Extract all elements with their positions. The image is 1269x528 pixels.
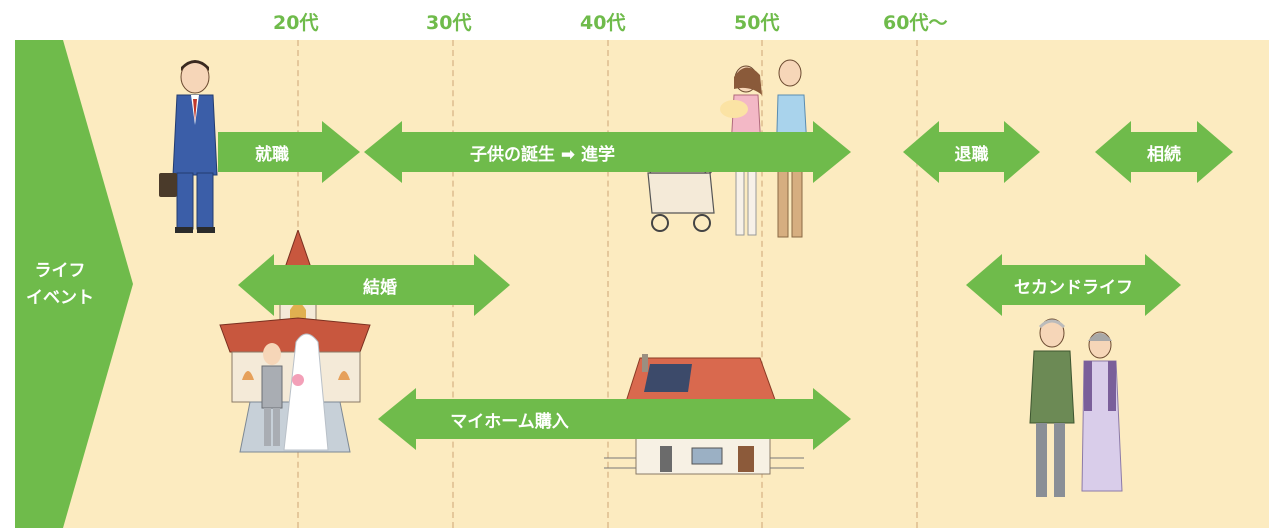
arrow-home-purchase-shape [378, 388, 851, 450]
arrow-marriage: 結婚 [238, 254, 510, 316]
row-header-chevron [15, 40, 133, 528]
elderly-couple-illustration [1029, 318, 1123, 497]
arrow-child-birth: 子供の誕生 ➡ 進学 [364, 121, 851, 183]
arrow-home-purchase-label: マイホーム購入 [450, 411, 569, 432]
businessman-illustration [159, 60, 218, 233]
arrow-child-birth-shape [364, 121, 851, 183]
row-header-line1: ライフ [34, 261, 86, 281]
gridline-50s [761, 40, 763, 528]
age-label-20s: 20代 [273, 12, 319, 34]
arrow-employment: 就職 [218, 121, 360, 183]
arrow-inheritance: 相続 [1095, 121, 1233, 183]
arrow-second-life-label: セカンドライフ [1014, 277, 1133, 298]
arrow-marriage-label: 結婚 [363, 277, 397, 298]
arrow-second-life-shape [966, 254, 1181, 316]
age-label-50s: 50代 [734, 12, 780, 34]
arrow-inheritance-label: 相続 [1147, 144, 1181, 165]
arrow-second-life: セカンドライフ [966, 254, 1181, 316]
age-label-60s-plus: 60代〜 [883, 12, 948, 34]
arrow-inheritance-shape [1095, 121, 1233, 183]
gridline-40s [607, 40, 609, 528]
age-label-30s: 30代 [426, 12, 472, 34]
arrow-home-purchase: マイホーム購入 [378, 388, 851, 450]
arrow-marriage-shape [238, 254, 510, 316]
row-header-line2: イベント [26, 288, 94, 308]
arrow-child-birth-label: 子供の誕生 ➡ 進学 [469, 144, 616, 165]
row-header-label: ライフ イベント [20, 258, 100, 312]
gridline-60s [916, 40, 918, 528]
arrow-retirement-shape [903, 121, 1040, 183]
arrow-retirement-label: 退職 [954, 144, 989, 165]
arrow-retirement: 退職 [903, 121, 1040, 183]
arrow-employment-label: 就職 [255, 144, 289, 165]
arrow-employment-shape [218, 121, 360, 183]
age-label-40s: 40代 [580, 12, 626, 34]
wedding-chapel-illustration [219, 230, 371, 453]
